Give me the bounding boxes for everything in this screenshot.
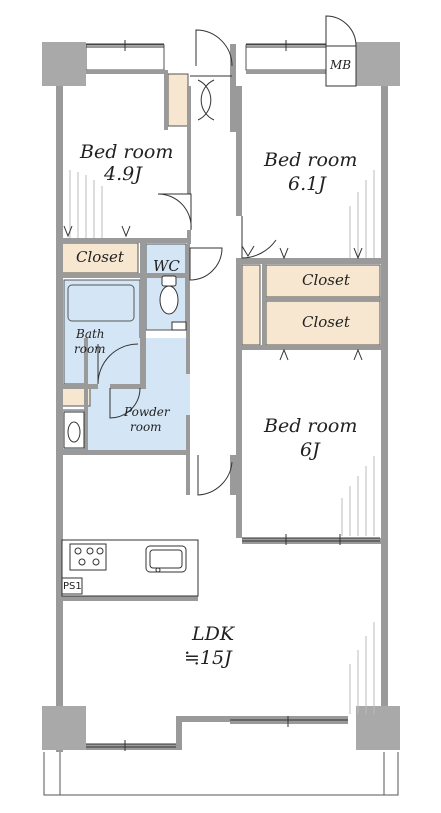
ldk-name: LDK: [192, 623, 235, 645]
powder-room-label-line1: Powder: [124, 405, 170, 419]
closet-nw-label: Closet: [76, 248, 124, 266]
bedroom-e-name: Bed room: [264, 415, 358, 437]
closet-e-upper-fill: [265, 264, 381, 298]
wc-label: WC: [153, 257, 180, 275]
toilet: [159, 275, 187, 331]
bottom-balcony: [43, 752, 399, 796]
light-hatching: [69, 170, 375, 714]
closet-door-markers: [63, 225, 363, 361]
bathtub: [67, 284, 135, 322]
closet-e-upper-label: Closet: [302, 271, 350, 289]
meter-box-outline: [325, 45, 357, 87]
door-swings: [97, 15, 357, 496]
kitchen-counter: [61, 539, 199, 597]
structural-columns: [42, 42, 400, 750]
powder-room-label-line2: room: [130, 420, 162, 434]
ldk-size: ≒15J: [184, 647, 232, 669]
bedroom-e-size: 6J: [300, 439, 320, 461]
bath-room-label-line1: Bath: [76, 327, 105, 341]
windows: [86, 40, 380, 751]
meter-box-label: MB: [330, 58, 352, 72]
top-balcony: [85, 44, 327, 71]
bedroom-ne-size: 6.1J: [288, 173, 326, 195]
bedroom-nw-size: 4.9J: [104, 163, 142, 185]
bedroom-ne-name: Bed room: [264, 149, 358, 171]
entry-storage-fill: [167, 73, 189, 127]
washbasin: [63, 411, 85, 449]
bedroom-nw-name: Bed room: [80, 141, 174, 163]
pipe-space-label: PS1: [63, 581, 82, 592]
closet-e-lower-label: Closet: [302, 313, 350, 331]
bath-room-label-line2: room: [74, 342, 106, 356]
closet-e-side-fill: [241, 264, 261, 346]
